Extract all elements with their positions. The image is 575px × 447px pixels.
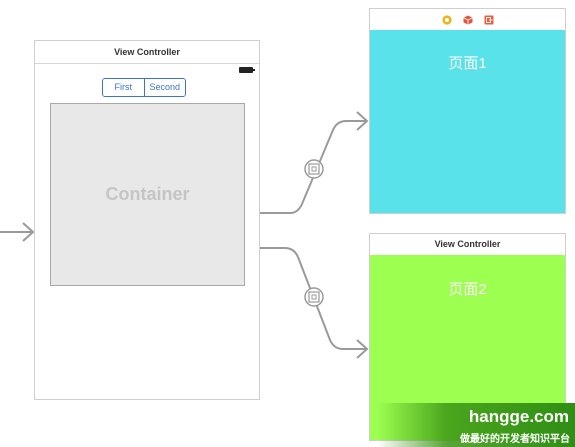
segment-second[interactable]: Second (143, 79, 185, 96)
scene-title: View Controller (35, 41, 259, 64)
container-label: Container (105, 184, 190, 204)
battery-icon (239, 67, 255, 73)
segment-first[interactable]: First (103, 79, 144, 96)
container-view[interactable]: Container (50, 103, 245, 286)
watermark: hangge.com 做最好的开发者知识平台 (377, 403, 575, 447)
scene-title-page2: View Controller (370, 234, 565, 256)
segmented-control[interactable]: First Second (102, 78, 186, 97)
page1-view-controller-scene[interactable]: 页面1 (369, 8, 566, 214)
segue-icon-page2[interactable] (304, 287, 324, 307)
main-view-controller-scene[interactable]: View Controller First Second Container (34, 40, 260, 400)
page1-view[interactable]: 页面1 (370, 30, 565, 213)
scene-dock (370, 9, 565, 31)
watermark-site: hangge.com (468, 407, 569, 426)
page2-label: 页面2 (448, 281, 487, 298)
initial-vc-arrow (0, 222, 35, 242)
watermark-tagline: 做最好的开发者知识平台 (460, 434, 570, 445)
exit-icon[interactable] (484, 15, 494, 25)
first-responder-icon[interactable] (441, 14, 452, 25)
segue-icon-page1[interactable] (304, 159, 324, 179)
object-cube-icon[interactable] (462, 15, 473, 25)
page1-label: 页面1 (448, 55, 487, 72)
